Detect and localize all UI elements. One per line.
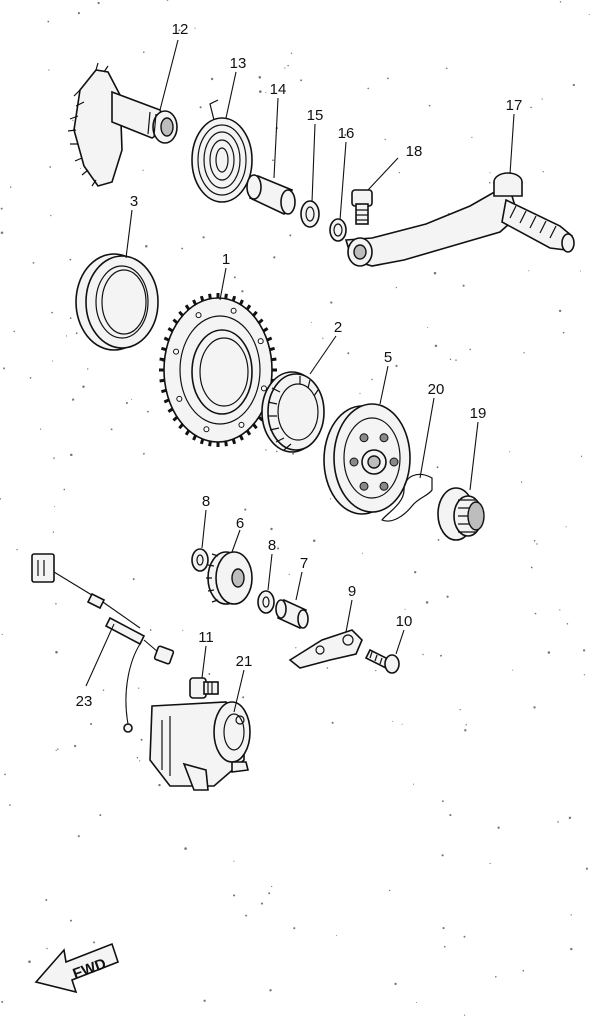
fwd-direction-arrow: FWD xyxy=(34,942,119,994)
part-20-spring-clip xyxy=(381,473,433,522)
part-12-kick-shaft-gear xyxy=(67,62,178,187)
part-9-bracket-plate xyxy=(288,629,363,669)
callout-16: 16 xyxy=(338,125,355,142)
callout-8-upper: 8 xyxy=(202,493,210,510)
part-1-ring-gear xyxy=(159,293,277,447)
callout-7: 7 xyxy=(300,555,308,572)
callout-3: 3 xyxy=(130,193,138,210)
callout-10: 10 xyxy=(396,613,413,630)
part-3-seal-ring xyxy=(75,253,159,351)
part-8-washer-a xyxy=(191,548,209,572)
callout-11: 11 xyxy=(198,629,214,646)
part-16-circlip xyxy=(329,218,347,242)
callout-2: 2 xyxy=(334,319,342,336)
callout-6: 6 xyxy=(236,515,244,532)
callout-8-lower: 8 xyxy=(268,537,276,554)
part-14-collar xyxy=(246,174,296,216)
part-7-idler-shaft xyxy=(275,598,309,630)
callout-1: 1 xyxy=(222,251,230,268)
part-15-washer xyxy=(300,200,320,228)
callout-21: 21 xyxy=(236,653,253,670)
part-10-screw xyxy=(364,648,400,674)
callout-14: 14 xyxy=(270,81,287,98)
part-13-torsion-spring xyxy=(191,99,253,203)
part-23-cable-lead xyxy=(31,553,175,733)
part-21-starter-motor xyxy=(149,701,251,791)
callout-5: 5 xyxy=(384,349,392,366)
callout-labels: 12 13 14 15 16 18 17 3 1 2 5 20 19 8 6 8… xyxy=(76,21,523,710)
callout-15: 15 xyxy=(307,107,324,124)
callout-12: 12 xyxy=(172,21,189,38)
callout-17: 17 xyxy=(506,97,523,114)
callout-23: 23 xyxy=(76,693,93,710)
part-8-washer-b xyxy=(257,590,275,614)
part-6-idler-gear xyxy=(206,551,253,605)
part-11-bolt xyxy=(189,677,219,699)
part-19-pinion-gear xyxy=(437,487,485,541)
callout-20: 20 xyxy=(428,381,445,398)
callout-18: 18 xyxy=(406,143,423,160)
part-2-clutch-cage xyxy=(261,371,325,453)
callout-9: 9 xyxy=(348,583,356,600)
leader-lines xyxy=(85,39,515,713)
callout-13: 13 xyxy=(230,55,247,72)
callout-19: 19 xyxy=(470,405,487,422)
part-18-bolt xyxy=(351,189,373,225)
part-5-clutch-housing xyxy=(323,403,411,515)
part-17-kick-lever xyxy=(344,172,575,267)
